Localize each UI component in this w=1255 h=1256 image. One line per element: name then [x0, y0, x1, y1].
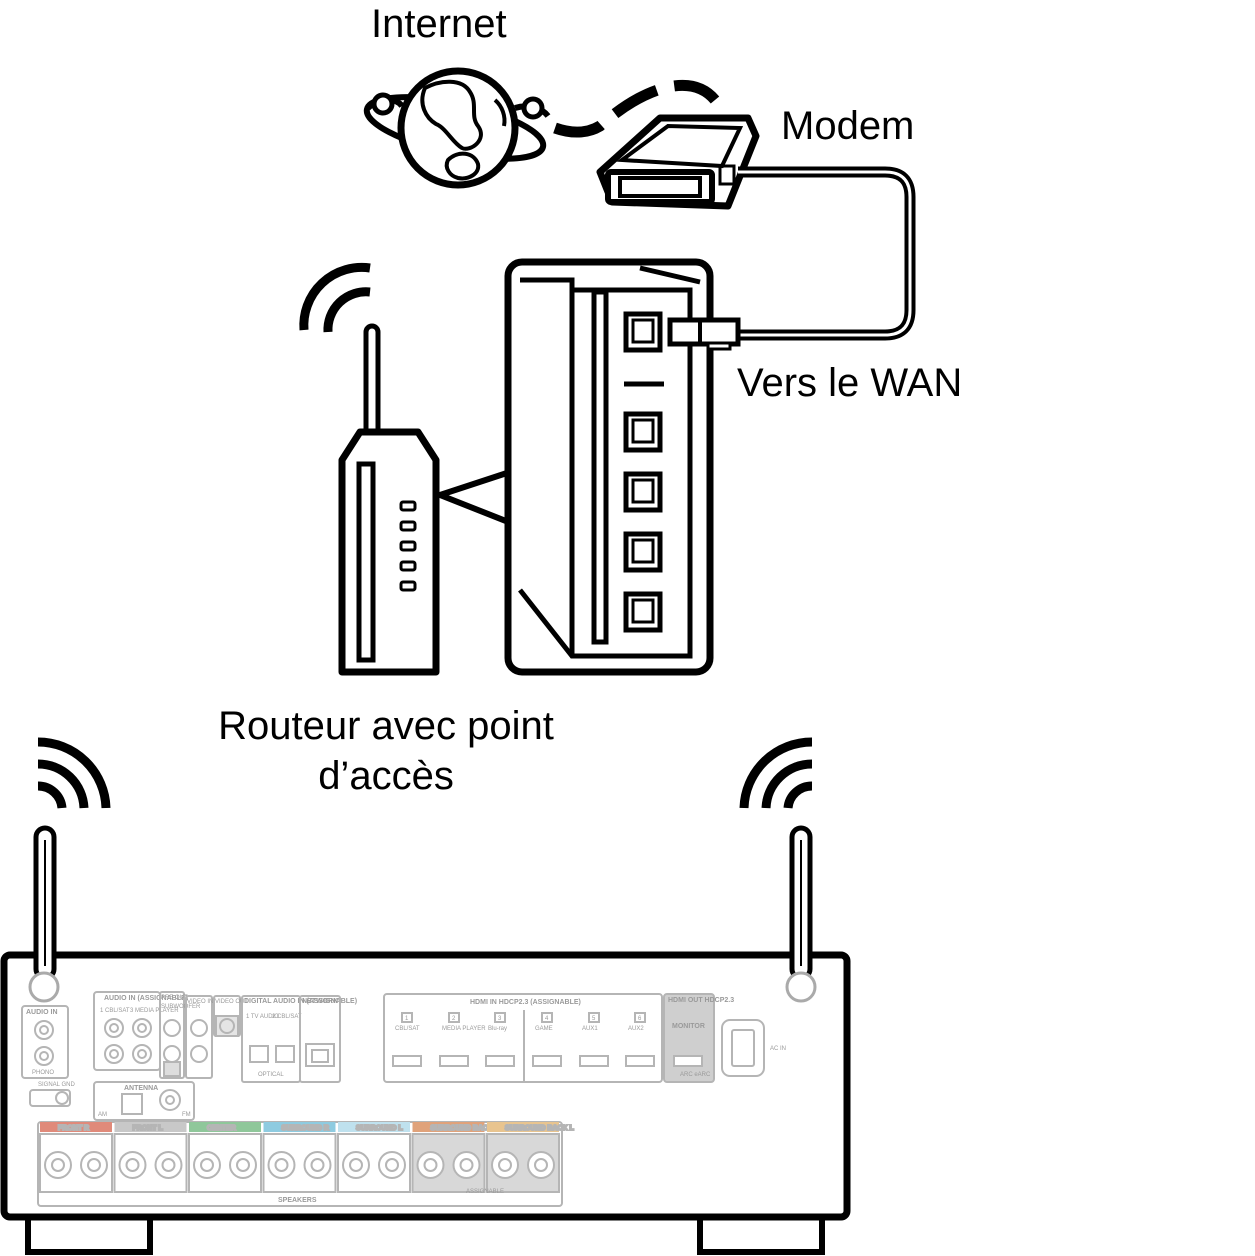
speaker-group-label: CENTER — [207, 1125, 236, 1132]
svg-text:AM: AM — [98, 1112, 107, 1118]
ac-in-label: AC IN — [770, 1046, 786, 1052]
wan-port — [623, 311, 663, 353]
speaker-group-label: SURROUND R — [282, 1125, 329, 1132]
router-back-panel — [504, 258, 741, 676]
speaker-terminal-group: SURROUND L — [337, 1122, 411, 1193]
internet-link — [553, 80, 720, 138]
speaker-group-label: FRONT L — [133, 1125, 164, 1132]
hdmi-input-name: MEDIA PLAYER — [442, 1026, 486, 1032]
receiver-rear-panel: AUDIO IN PHONO SIGNAL GND AUDIO IN (ASSI… — [21, 991, 786, 1207]
speaker-group-label: SURROUND L — [356, 1125, 403, 1132]
phono-label: PHONO — [32, 1070, 54, 1076]
modem-label: Modem — [781, 104, 915, 148]
svg-text:ANTENNA: ANTENNA — [124, 1085, 158, 1092]
hdmi-input-number: 5 — [592, 1016, 596, 1022]
svg-text:VIDEO IN: VIDEO IN — [187, 999, 213, 1005]
speaker-terminal-group: FRONT R — [39, 1122, 113, 1193]
receiver-antenna-left — [28, 825, 60, 1003]
svg-text:3 MEDIA PLAYER: 3 MEDIA PLAYER — [130, 1008, 179, 1014]
receiver-wifi-left-icon — [37, 737, 111, 809]
svg-text:FM: FM — [182, 1112, 191, 1118]
speaker-terminal-group: SURROUND BACK L — [486, 1122, 576, 1193]
svg-text:MONITOR: MONITOR — [672, 1023, 705, 1030]
hdmi-input-name: GAME — [535, 1026, 553, 1032]
hdmi-input-name: AUX2 — [628, 1026, 644, 1032]
router-label: Routeur avec point d’accès — [218, 704, 554, 798]
svg-text:OPTICAL: OPTICAL — [258, 1072, 284, 1078]
modem-icon — [596, 114, 760, 210]
lan-port — [623, 411, 663, 453]
audio-in-label: AUDIO IN — [26, 1009, 58, 1016]
svg-text:ARC eARC: ARC eARC — [680, 1072, 711, 1078]
globe-icon — [363, 67, 551, 189]
lan-port — [623, 531, 663, 573]
wan-label: Vers le WAN — [737, 361, 963, 405]
svg-text:PRE OUT: PRE OUT — [161, 995, 188, 1001]
lan-port — [623, 471, 663, 513]
hdmi-input-number: 2 — [452, 1016, 456, 1022]
speaker-group-label: SURROUND BACK L — [505, 1125, 575, 1132]
svg-text:SUBWOOFER: SUBWOOFER — [161, 1004, 201, 1010]
hdmi-input-name: Blu-ray — [488, 1026, 507, 1032]
internet-label: Internet — [371, 2, 507, 46]
svg-text:ASSIGNABLE: ASSIGNABLE — [466, 1189, 504, 1195]
network-label: NETWORK — [302, 998, 338, 1005]
hdmi-input-name: CBL/SAT — [395, 1026, 420, 1032]
speaker-terminal-group: CENTER — [188, 1122, 262, 1193]
hdmi-input-number: 6 — [638, 1016, 642, 1022]
receiver-antenna-right — [785, 825, 817, 1003]
svg-text:VIDEO OUT: VIDEO OUT — [215, 999, 248, 1005]
svg-text:1 CBL/SAT: 1 CBL/SAT — [100, 1008, 130, 1014]
speaker-terminal-group: FRONT L — [113, 1122, 188, 1193]
lan-port — [623, 591, 663, 633]
svg-text:1 TV AUDIO: 1 TV AUDIO — [246, 1014, 279, 1020]
signal-gnd-label: SIGNAL GND — [38, 1082, 75, 1088]
receiver-wifi-right-icon — [739, 737, 813, 809]
speaker-group-label: FRONT R — [58, 1125, 89, 1132]
router-icon — [299, 262, 440, 676]
hdmi-input-number: 1 — [405, 1016, 409, 1022]
hdmi-input-number: 3 — [498, 1016, 502, 1022]
hdmi-input-name: AUX1 — [582, 1026, 598, 1032]
speaker-terminal-group: SURROUND R — [262, 1122, 337, 1193]
svg-text:HDMI OUT HDCP2.3: HDMI OUT HDCP2.3 — [668, 997, 734, 1004]
speaker-terminal-group: SURROUND BACK R — [411, 1122, 501, 1193]
speakers-label: SPEAKERS — [278, 1197, 317, 1204]
svg-text:2 CBL/SAT: 2 CBL/SAT — [272, 1014, 302, 1020]
wan-cable — [735, 166, 916, 341]
audio-assignable-label: AUDIO IN (ASSIGNABLE) — [104, 995, 188, 1002]
speaker-group-label: SURROUND BACK R — [431, 1125, 501, 1132]
ethernet-plug-icon — [667, 317, 741, 351]
hdmi-input-number: 4 — [545, 1016, 549, 1022]
hdmi-in-header: HDMI IN HDCP2.3 (ASSIGNABLE) — [470, 999, 581, 1006]
